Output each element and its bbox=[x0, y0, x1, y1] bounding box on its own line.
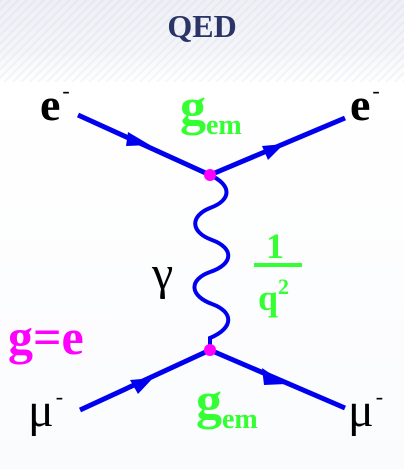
muon-out-arrow bbox=[262, 368, 286, 385]
muon-in-arrow bbox=[130, 378, 153, 394]
bottom-coupling-label: gem bbox=[196, 373, 258, 435]
bottom-vertex bbox=[204, 344, 216, 356]
header-band bbox=[0, 0, 404, 82]
electron-out-arrow bbox=[262, 144, 284, 160]
muon-in-label: μ- bbox=[28, 384, 64, 437]
propagator-denominator: q2 bbox=[258, 274, 290, 318]
charge-coupling-label: g=e bbox=[8, 309, 84, 365]
top-vertex bbox=[204, 169, 216, 181]
electron-in-arrow bbox=[126, 132, 150, 146]
photon-label: γ bbox=[152, 247, 174, 300]
muon-out-label: μ- bbox=[348, 384, 384, 437]
photon-propagator-line bbox=[192, 173, 231, 350]
top-coupling-label: gem bbox=[180, 79, 242, 141]
diagram-title: QED bbox=[167, 8, 237, 44]
propagator-numerator: 1 bbox=[266, 226, 284, 266]
electron-out-label: e- bbox=[350, 78, 380, 130]
electron-in-label: e- bbox=[40, 78, 70, 130]
